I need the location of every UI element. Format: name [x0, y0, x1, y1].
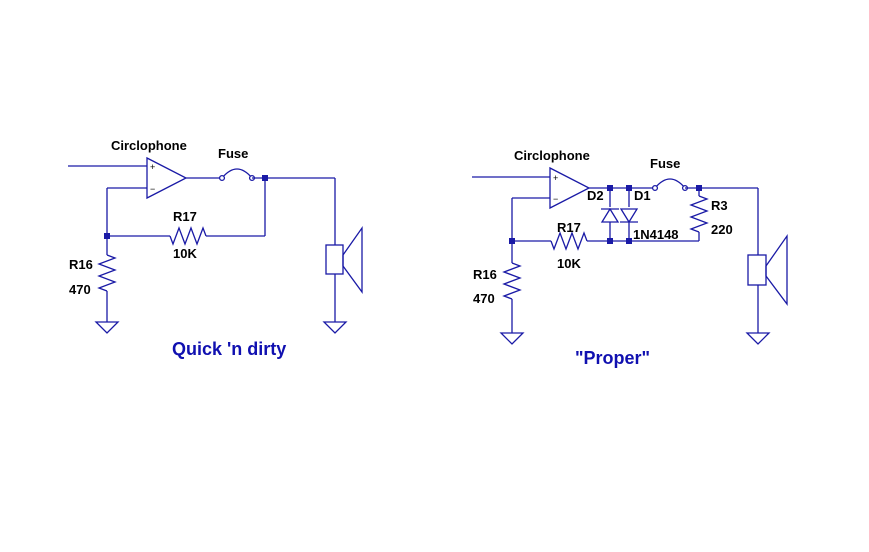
r16-name: R16: [473, 267, 497, 282]
amp-minus-label: −: [150, 184, 155, 194]
ground-symbol: [94, 321, 120, 334]
caption-quick: Quick 'n dirty: [172, 339, 286, 359]
diode-type-label: 1N4148: [633, 227, 679, 242]
r3-value: 220: [711, 222, 733, 237]
fuse-label: Fuse: [650, 156, 680, 171]
resistor-symbol: [689, 195, 709, 233]
fuse-symbol: [218, 168, 256, 182]
amp-label: Circlophone: [111, 138, 187, 153]
r3-name: R3: [711, 198, 728, 213]
r16-value: 470: [473, 291, 495, 306]
amp-plus-label: +: [150, 162, 155, 172]
circuit-proper: [472, 166, 788, 345]
r17-name: R17: [173, 209, 197, 224]
caption-proper: "Proper": [575, 348, 650, 368]
junctions-proper: [509, 185, 702, 244]
resistor-symbol: [502, 262, 522, 300]
ground-symbol: [322, 321, 348, 334]
op-amp-symbol: [549, 166, 591, 210]
r16-name: R16: [69, 257, 93, 272]
op-amp-symbol: [146, 156, 188, 200]
fuse-label: Fuse: [218, 146, 248, 161]
r17-name: R17: [557, 220, 581, 235]
r17-value: 10K: [173, 246, 197, 261]
d2-label: D2: [587, 188, 604, 203]
ground-symbol: [745, 332, 771, 345]
resistor-symbol: [169, 226, 207, 246]
fuse-symbol: [651, 178, 689, 192]
d1-label: D1: [634, 188, 651, 203]
amp-label: Circlophone: [514, 148, 590, 163]
amp-plus-label: +: [553, 173, 558, 183]
r17-value: 10K: [557, 256, 581, 271]
speaker-icon: [747, 233, 788, 306]
resistor-symbol: [550, 231, 588, 251]
resistor-symbol: [97, 254, 117, 292]
junctions-quick: [104, 175, 268, 239]
ground-symbol: [499, 332, 525, 345]
r16-value: 470: [69, 282, 91, 297]
amp-minus-label: −: [553, 194, 558, 204]
